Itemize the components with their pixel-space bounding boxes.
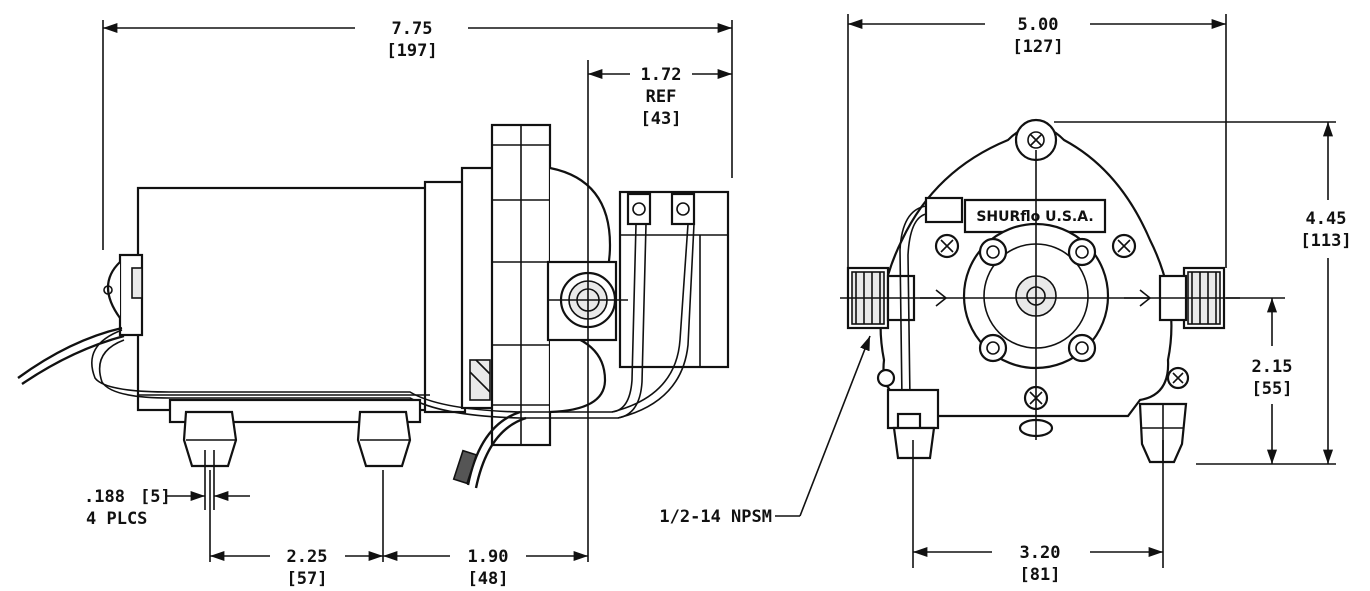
pressure-switch bbox=[618, 190, 730, 369]
side-dimension-lines bbox=[103, 22, 732, 562]
foot-to-port-mm: [48] bbox=[468, 569, 509, 589]
motor-body bbox=[103, 180, 467, 414]
foot-to-port-in: 1.90 bbox=[468, 547, 509, 567]
front-extension-lines bbox=[840, 14, 1336, 568]
overall-width-mm: [127] bbox=[1012, 37, 1063, 57]
mount-hole-in: .188 bbox=[84, 487, 125, 507]
overall-length-in: 7.75 bbox=[392, 19, 433, 39]
side-port bbox=[546, 260, 618, 342]
front-dimension-lines bbox=[775, 18, 1334, 558]
mount-hole-mm: [5] bbox=[140, 487, 171, 507]
mount-hole-qty: 4 PLCS bbox=[86, 509, 147, 529]
head-offset-mm: [43] bbox=[641, 109, 682, 129]
port-height-mm: [55] bbox=[1252, 379, 1293, 399]
head-offset-in: 1.72 bbox=[641, 65, 682, 85]
side-view: 7.75 [197] 1.72 REF [43] .188 [5] 4 PLCS… bbox=[17, 19, 733, 589]
port-thread-callout: 1/2-14 NPSM bbox=[659, 507, 772, 527]
head-offset-note: REF bbox=[646, 87, 677, 107]
overall-length-mm: [197] bbox=[386, 41, 437, 61]
overall-height-mm: [113] bbox=[1300, 231, 1351, 251]
front-foot-spacing-mm: [81] bbox=[1020, 565, 1061, 585]
overall-height-in: 4.45 bbox=[1306, 209, 1347, 229]
front-wiring-feet bbox=[886, 196, 1188, 464]
front-dimension-labels: 5.00 [127] 4.45 [113] 2.15 [55] 3.20 [81… bbox=[659, 15, 1351, 585]
front-foot-spacing-in: 3.20 bbox=[1020, 543, 1061, 563]
foot-spacing-mm: [57] bbox=[287, 569, 328, 589]
foot-spacing-in: 2.25 bbox=[287, 547, 328, 567]
front-housing: SHURflo U.S.A. bbox=[876, 118, 1190, 438]
overall-width-in: 5.00 bbox=[1018, 15, 1059, 35]
side-dimension-labels: 7.75 [197] 1.72 REF [43] .188 [5] 4 PLCS… bbox=[84, 19, 681, 589]
mounting-feet bbox=[168, 398, 422, 468]
brand-label: SHURflo U.S.A. bbox=[976, 209, 1093, 225]
port-height-in: 2.15 bbox=[1252, 357, 1293, 377]
front-view: SHURflo U.S.A. bbox=[659, 14, 1352, 585]
